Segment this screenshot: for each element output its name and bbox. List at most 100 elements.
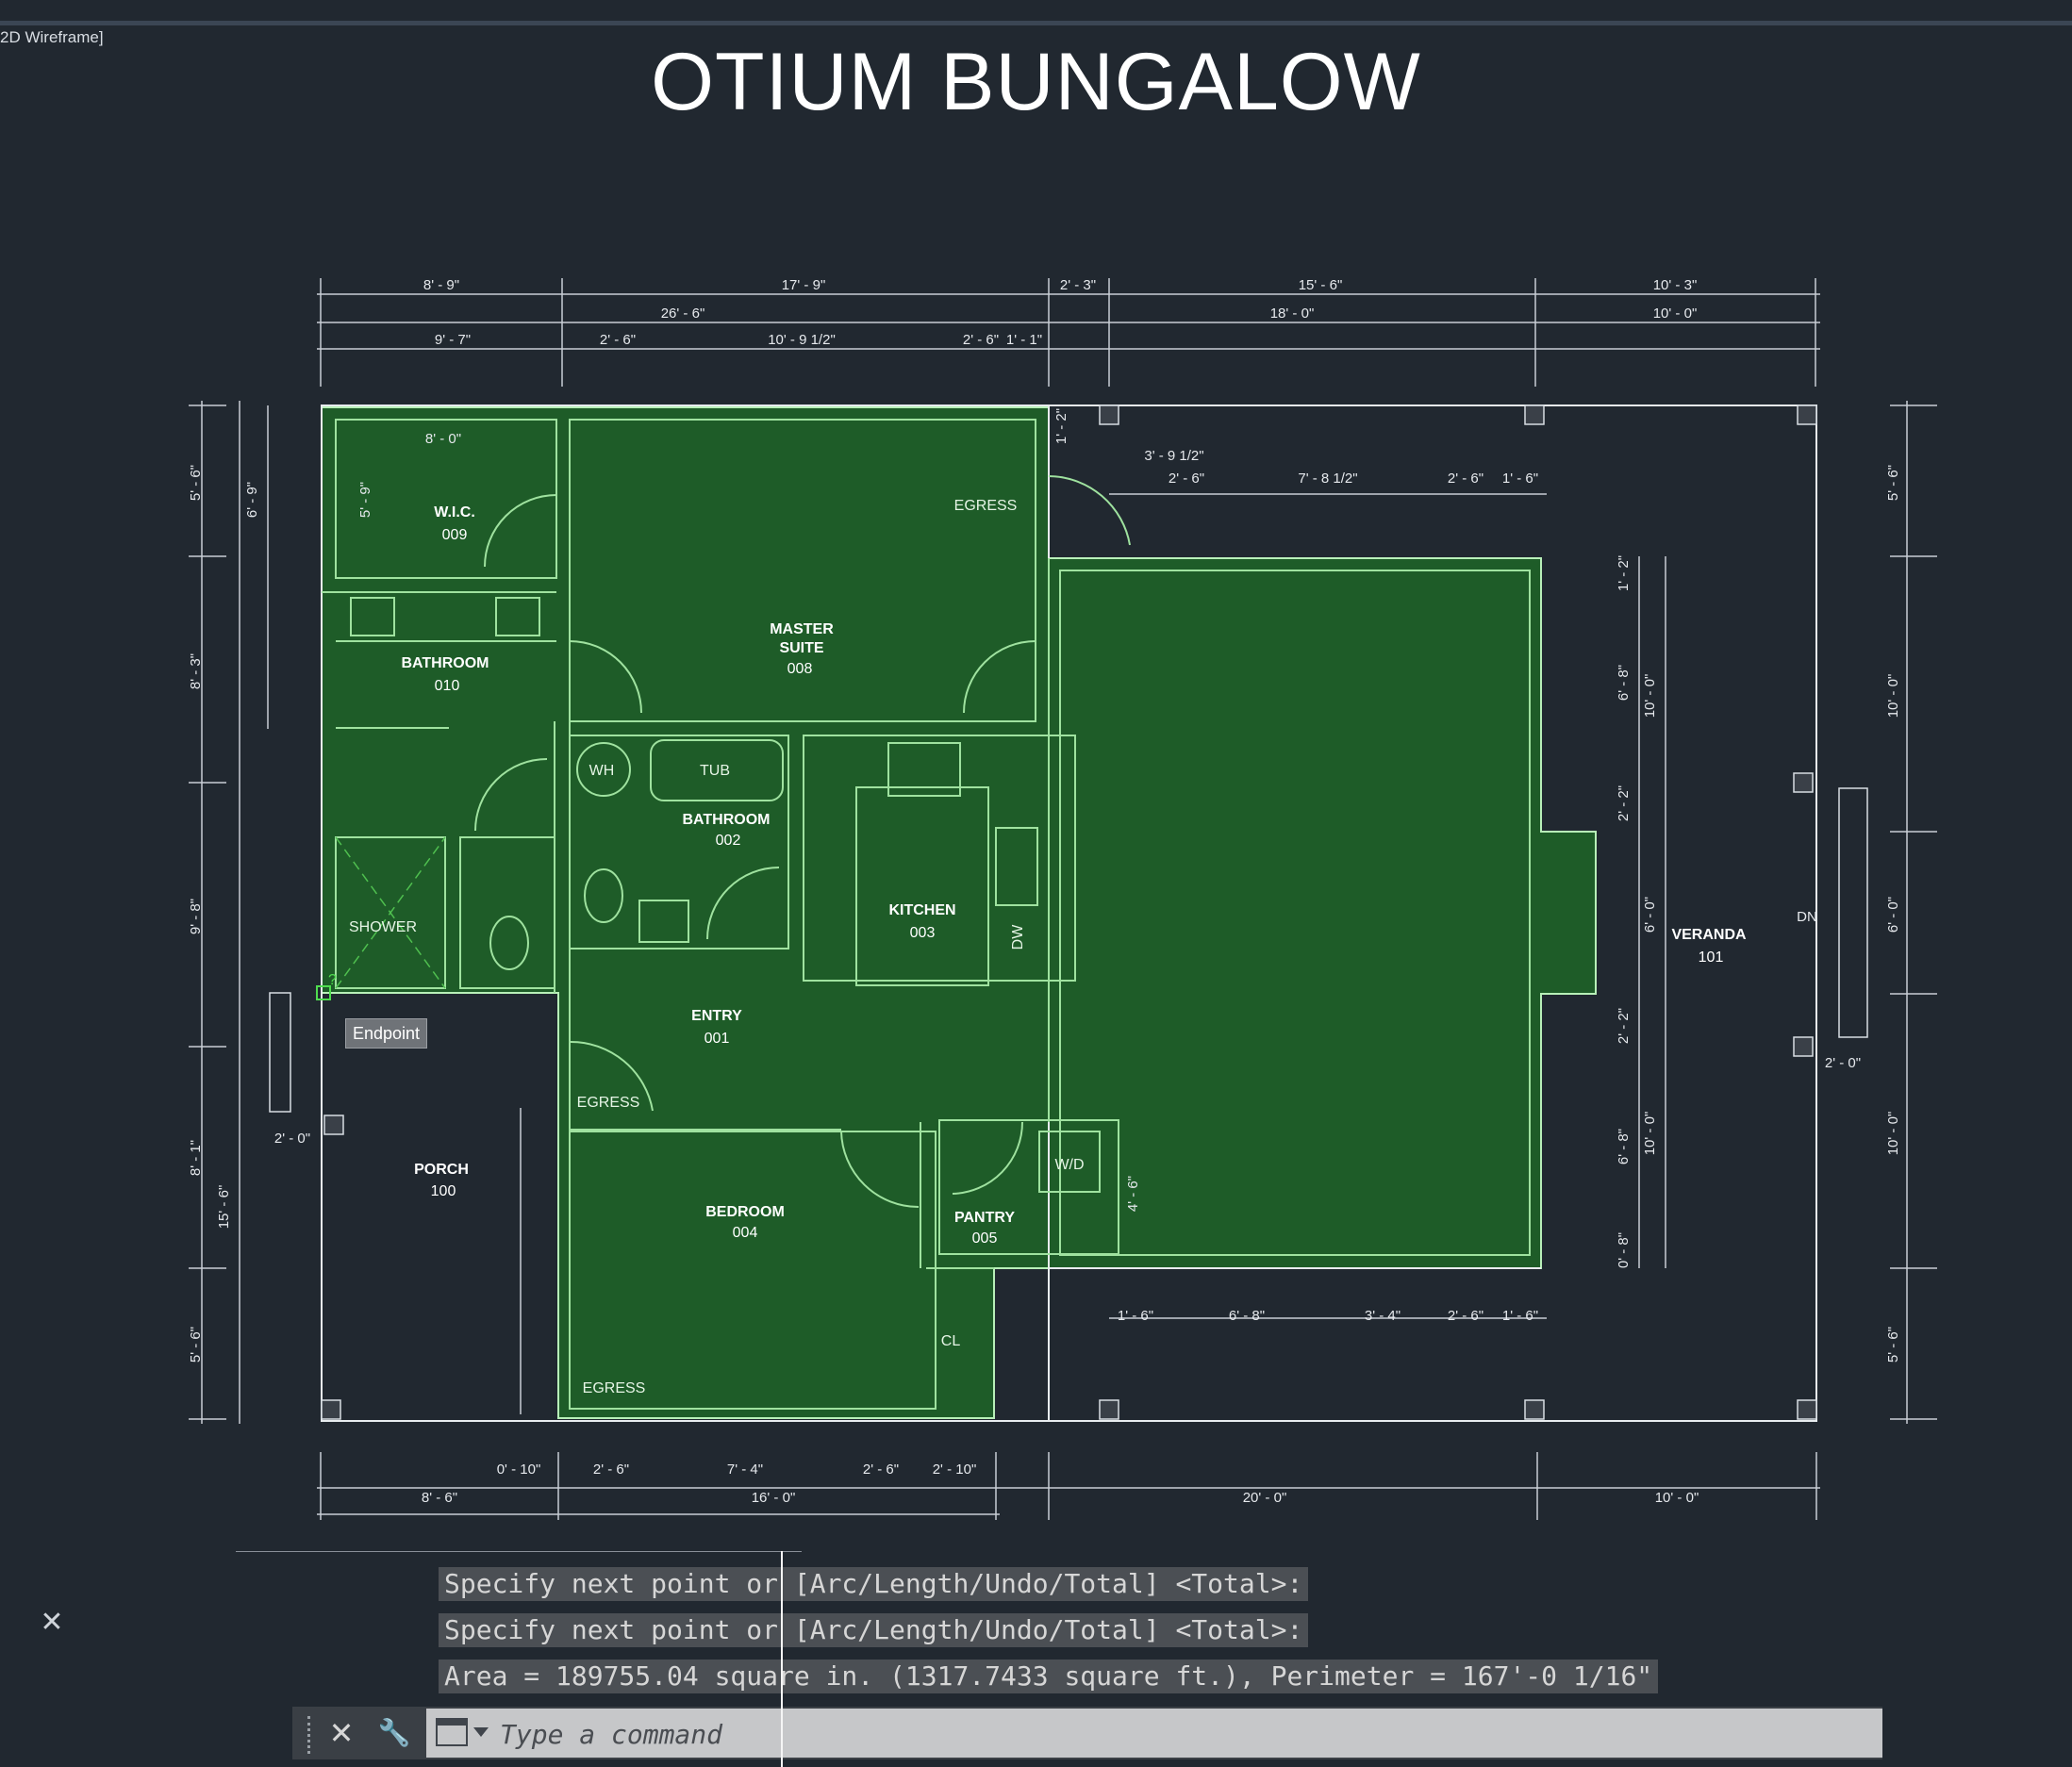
dim-rmid-0: 10' - 0"	[1642, 674, 1658, 718]
dim-left1-3: 8' - 1"	[188, 1140, 204, 1176]
command-history-line: Specify next point or [Arc/Length/Undo/T…	[439, 1567, 1309, 1601]
dim-top3-2: 10' - 9 1/2"	[768, 332, 836, 348]
dim-ver-top-3: 2' - 6"	[1448, 471, 1484, 487]
room-entry-number: 001	[704, 1031, 730, 1047]
dim-left2-0: 6' - 9"	[244, 482, 260, 518]
label-tub: TUB	[700, 763, 730, 779]
dim-left1-0: 5' - 6"	[188, 465, 204, 501]
dim-top2-1: 18' - 0"	[1270, 306, 1315, 322]
room-pantry-name: PANTRY	[954, 1210, 1015, 1226]
interior-walls	[322, 419, 1531, 1410]
dim-bot1-4: 2' - 10"	[933, 1461, 977, 1478]
dim-rout-3: 10' - 0"	[1885, 1112, 1901, 1156]
dim-ver-top-0: 3' - 9 1/2"	[1144, 448, 1203, 464]
room-kitchen-number: 003	[910, 925, 936, 941]
dim-top2-0: 26' - 6"	[661, 306, 705, 322]
dim-left1-1: 8' - 3"	[188, 653, 204, 689]
label-closet: CL	[941, 1333, 961, 1349]
room-wic-name: W.I.C.	[434, 504, 475, 520]
dim-ver-top-2: 7' - 8 1/2"	[1298, 471, 1357, 487]
room-veranda-name: VERANDA	[1671, 927, 1747, 943]
room-labels: W.I.C. 009 BATHROOM 010 MASTER SUITE 008…	[401, 504, 1747, 1247]
dim-top3-0: 9' - 7"	[435, 332, 471, 348]
dim-ver-top-5: 1' - 2"	[1053, 408, 1069, 444]
crosshair-horizontal	[236, 1551, 802, 1552]
dim-rin-4: 6' - 8"	[1616, 1129, 1632, 1164]
command-prompt-icon[interactable]	[436, 1718, 468, 1746]
dim-pantry: 4' - 6"	[1125, 1176, 1141, 1212]
dim-bot1-0: 0' - 10"	[497, 1461, 541, 1478]
columns	[321, 405, 1817, 1420]
label-shower: SHOWER	[349, 919, 417, 935]
dim-ver-bot-4: 1' - 6"	[1502, 1308, 1538, 1324]
chevron-down-icon[interactable]	[473, 1727, 489, 1737]
dim-bot2-3: 10' - 0"	[1655, 1490, 1699, 1506]
room-bath010-number: 010	[435, 678, 460, 694]
room-master-number: 008	[787, 661, 813, 677]
dim-ver-bot-3: 2' - 6"	[1448, 1308, 1484, 1324]
command-history-line: Specify next point or [Arc/Length/Undo/T…	[439, 1613, 1309, 1647]
dim-bot2-0: 8' - 6"	[422, 1490, 457, 1506]
dim-bot2-1: 16' - 0"	[752, 1490, 796, 1506]
dim-bot1-1: 2' - 6"	[593, 1461, 629, 1478]
dim-bot1-2: 7' - 4"	[727, 1461, 763, 1478]
room-bedroom-number: 004	[733, 1225, 758, 1241]
dim-top3-3: 2' - 6"	[963, 332, 999, 348]
dim-left2-1: 15' - 6"	[216, 1185, 232, 1230]
dim-ver-bot-0: 1' - 6"	[1118, 1308, 1153, 1324]
label-wh: WH	[589, 763, 615, 779]
label-egress-bedroom: EGRESS	[583, 1380, 646, 1396]
room-bath002-number: 002	[716, 833, 741, 849]
dim-rmid-1: 6' - 0"	[1642, 897, 1658, 933]
dim-top1-4: 10' - 3"	[1653, 277, 1698, 293]
close-icon[interactable]: ✕	[40, 1607, 64, 1638]
dim-top1-0: 8' - 9"	[423, 277, 459, 293]
room-pantry-number: 005	[972, 1230, 998, 1247]
dim-rmid-2: 10' - 0"	[1642, 1112, 1658, 1156]
top-toolbar-strip	[0, 0, 2072, 25]
veranda-steps	[1838, 787, 1868, 1038]
command-input-box[interactable]	[426, 1709, 2072, 1758]
dim-top1-2: 2' - 3"	[1060, 277, 1096, 293]
fixtures	[350, 597, 1101, 1193]
dim-top3-4: 1' - 1"	[1006, 332, 1042, 348]
room-veranda-number: 101	[1699, 950, 1724, 966]
room-bedroom-name: BEDROOM	[705, 1204, 785, 1220]
area-selection-fill	[321, 406, 1597, 1419]
dim-rin-3: 2' - 2"	[1616, 1008, 1632, 1044]
room-porch-number: 100	[431, 1183, 456, 1199]
dim-rout-0: 5' - 6"	[1885, 465, 1901, 501]
dim-ver-bot-1: 6' - 8"	[1229, 1308, 1265, 1324]
room-master-name2: SUITE	[779, 640, 823, 656]
drag-grip-icon[interactable]	[307, 1716, 316, 1754]
dim-ver-top-1: 2' - 6"	[1169, 471, 1204, 487]
porch-steps	[269, 992, 291, 1113]
fixture-labels: SHOWER WH TUB W/D DW CL EGRESS EGRESS EG…	[349, 498, 1817, 1396]
command-close-button[interactable]: ✕	[328, 1716, 355, 1750]
dim-rout-1: 10' - 0"	[1885, 674, 1901, 718]
door-swings	[474, 475, 1131, 1208]
endpoint-snap-marker: ?	[316, 972, 337, 1000]
room-porch-name: PORCH	[414, 1162, 469, 1178]
viewport-view-label[interactable]: 2D Wireframe]	[0, 28, 104, 46]
label-egress-entry: EGRESS	[577, 1095, 640, 1111]
dim-top2-2: 10' - 0"	[1653, 306, 1698, 322]
room-entry-name: ENTRY	[691, 1008, 742, 1024]
customize-wrench-button[interactable]: 🔧	[377, 1718, 411, 1747]
dim-porch-step: 2' - 0"	[274, 1131, 310, 1147]
dim-top1-3: 15' - 6"	[1299, 277, 1343, 293]
dim-top1-1: 17' - 9"	[782, 277, 826, 293]
dim-bot2-2: 20' - 0"	[1243, 1490, 1287, 1506]
room-bath002-name: BATHROOM	[682, 812, 770, 828]
room-wic-number: 009	[442, 527, 468, 543]
command-history-line: Area = 189755.04 square in. (1317.7433 s…	[439, 1660, 1659, 1693]
drawing-title: OTIUM BUNGALOW	[651, 37, 1421, 127]
dim-rout-2: 6' - 0"	[1885, 897, 1901, 933]
label-down: DN	[1797, 909, 1817, 925]
room-bath010-name: BATHROOM	[401, 655, 489, 671]
dim-veranda-step: 2' - 0"	[1825, 1055, 1861, 1071]
dim-rin-2: 2' - 2"	[1616, 785, 1632, 821]
dim-rout-4: 5' - 6"	[1885, 1327, 1901, 1362]
command-input[interactable]	[498, 1714, 2072, 1754]
